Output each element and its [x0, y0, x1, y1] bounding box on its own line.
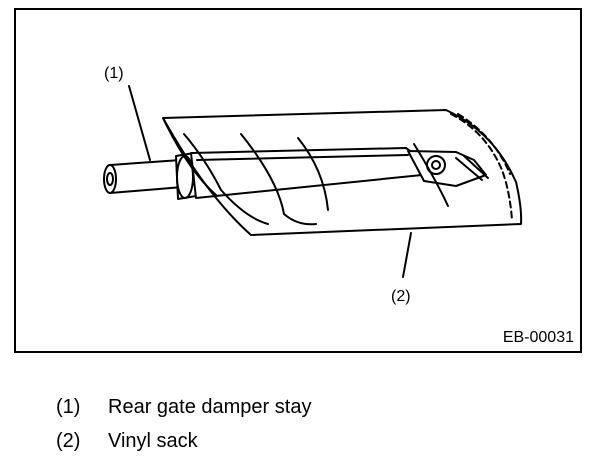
damper-rod — [103, 159, 184, 194]
callout-2-leader — [402, 232, 412, 278]
sack-wrinkles — [183, 133, 449, 226]
callout-1-leader — [128, 85, 151, 161]
legend-item-number: (1) — [56, 396, 81, 418]
figure-frame: (1) (2) EB-00031 — [14, 8, 582, 353]
damper-end-fitting — [407, 150, 489, 187]
legend-item: (2) Vinyl sack — [56, 424, 311, 458]
legend-item-label: Rear gate damper stay — [108, 396, 312, 418]
damper-stay-illustration — [103, 85, 523, 278]
figure-code: EB-00031 — [502, 329, 574, 346]
callout-2-label: (2) — [391, 288, 411, 305]
vinyl-sack — [162, 109, 523, 236]
callout-1-label: (1) — [104, 65, 124, 82]
legend-item: (1) Rear gate damper stay — [56, 390, 311, 424]
legend-item-number: (2) — [56, 430, 81, 452]
damper-cylinder — [190, 147, 424, 199]
legend-item-label: Vinyl sack — [108, 430, 198, 452]
legend: (1) Rear gate damper stay (2) Vinyl sack — [56, 390, 311, 458]
